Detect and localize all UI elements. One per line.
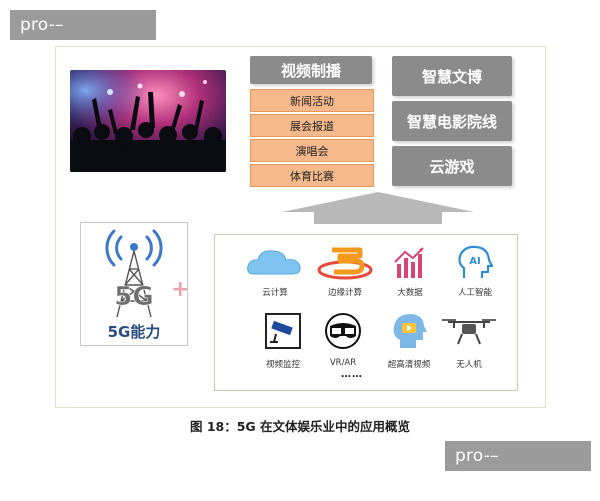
vr-headset-icon [325,313,361,349]
concert-photo [70,70,226,172]
tech-label-cloud: 云计算 [262,288,288,298]
drone-icon [442,319,496,345]
app-cloud-gaming: 云游戏 [392,146,512,186]
5g-tower-icon: 5G [105,229,163,318]
edge-computing-icon [317,247,373,280]
ai-icon: AI [458,245,494,278]
app-smart-museum: 智慧文博 [392,56,512,96]
more-ellipsis: …… [341,369,363,380]
plus-icon: + [171,277,190,302]
video-item-sports: 体育比赛 [250,164,374,187]
5g-capability-box: 5G 5G能力 [80,222,188,346]
app-smart-cinema: 智慧电影院线 [392,101,512,141]
watermark-top: pro-–igame.com [10,10,156,65]
svg-text:AI: AI [469,256,480,267]
cctv-camera-icon [265,313,301,349]
figure-caption: 图 18：5G 在文体娱乐业中的应用概览 [189,419,411,434]
video-production-title: 视频制播 [250,56,372,84]
tech-label-cctv: 视频监控 [265,360,300,370]
tech-label-edge: 边缘计算 [327,288,362,298]
tech-label-ai: 人工智能 [457,288,492,298]
tech-label-drone: 无人机 [456,360,482,370]
tech-label-vrar: VR/AR [329,358,357,368]
up-arrow-icon [282,192,474,224]
video-item-concert: 演唱会 [250,139,374,162]
big-data-icon [394,247,424,278]
tech-label-bigdata: 大数据 [397,288,423,298]
video-item-expo: 展会报道 [250,114,374,137]
5g-tower-text: 5G [114,282,153,312]
uhd-video-icon [393,314,427,348]
5g-capability-label: 5G能力 [107,323,161,341]
cloud-icon [247,250,301,275]
tech-label-uhd: 超高清视频 [387,360,431,370]
watermark-bottom: pro-–igame.com [445,441,591,496]
video-item-news: 新闻活动 [250,89,374,112]
